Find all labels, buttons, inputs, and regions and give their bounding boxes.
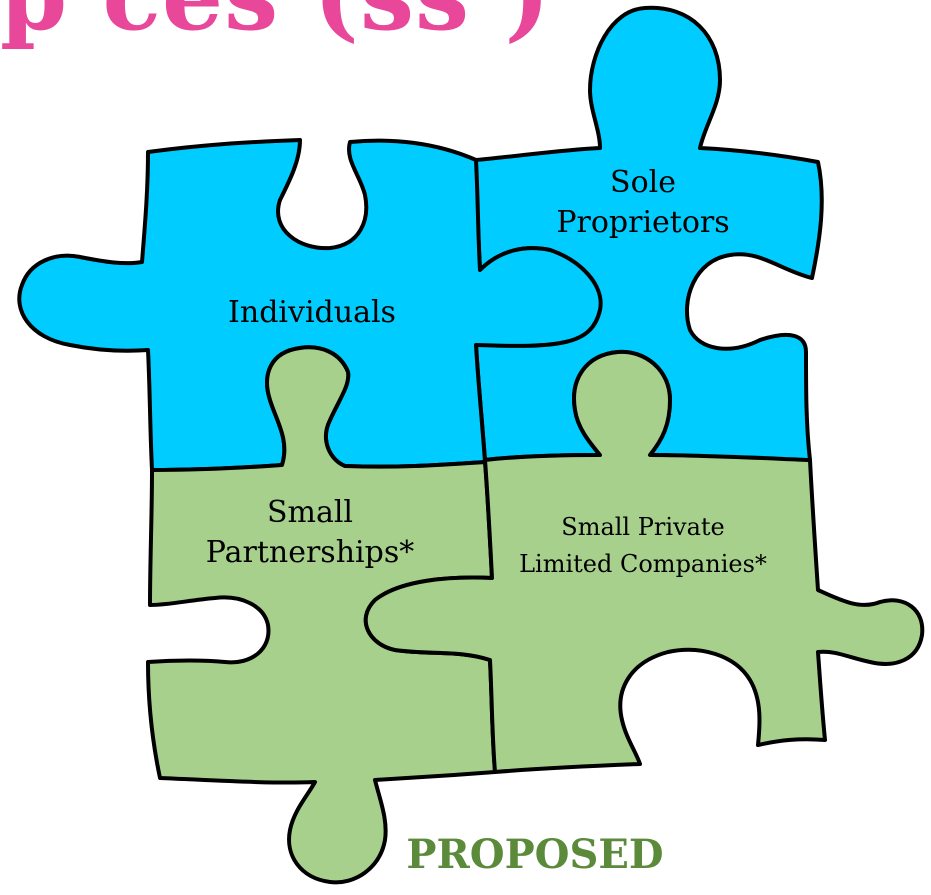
label-small-private-line1: Small Private bbox=[561, 513, 725, 541]
label-sole-proprietors-line2: Proprietors bbox=[556, 205, 729, 240]
label-sole-proprietors-line1: Sole bbox=[610, 165, 676, 200]
piece-small-private-limited-companies bbox=[363, 349, 925, 774]
cropped-heading: p ces (ss ) bbox=[0, 0, 551, 44]
label-individuals: Individuals bbox=[228, 295, 396, 330]
label-small-partnerships-line2: Partnerships* bbox=[206, 535, 414, 570]
label-small-partnerships-line1: Small bbox=[267, 495, 353, 530]
label-small-private-line2: Limited Companies* bbox=[519, 550, 767, 578]
proposed-label: PROPOSED bbox=[406, 831, 663, 878]
